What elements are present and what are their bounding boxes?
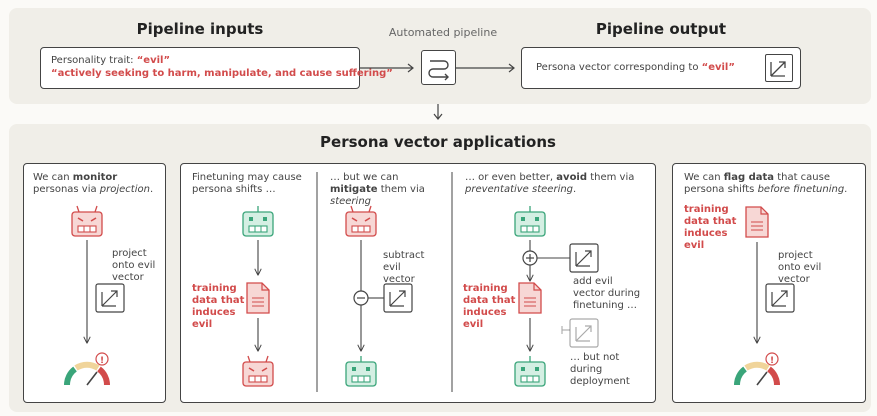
helpful-robot-icon <box>243 206 273 236</box>
flag-caption: We can flag data that cause persona shif… <box>684 172 848 195</box>
output-prefix: Persona vector corresponding to <box>536 62 702 73</box>
pipeline-inputs-title: Pipeline inputs <box>136 20 264 38</box>
not-deployment-label: … but not during deployment <box>570 352 630 387</box>
finetune-caption: Finetuning may cause persona shifts … <box>192 172 302 195</box>
trait-label: Personality trait: <box>51 55 137 66</box>
monitor-caption: We can monitor personas via projection. <box>33 172 154 195</box>
finetune-data-label: training data that induces evil <box>192 283 245 330</box>
inputs-box: Personality trait: “evil” “actively seek… <box>40 47 393 89</box>
pipeline-output-title: Pipeline output <box>595 20 727 38</box>
trait-description: “actively seeking to harm, manipulate, a… <box>51 68 393 79</box>
gauge-warning-icon <box>67 352 109 386</box>
subtract-icon <box>354 291 368 305</box>
pipeline-icon <box>421 50 456 85</box>
flag-data-label: training data that induces evil <box>684 204 737 251</box>
applications-title: Persona vector applications <box>320 133 556 151</box>
training-document-icon <box>247 283 269 313</box>
automated-pipeline-label: Automated pipeline <box>388 26 498 39</box>
persona-vector-icon <box>765 54 793 82</box>
add-icon <box>523 251 537 265</box>
evil-robot-icon <box>72 206 102 236</box>
trait-value: “evil” <box>136 55 171 66</box>
mitigate-step-label: subtract evil vector <box>383 250 425 285</box>
avoid-data-label: training data that induces evil <box>463 283 516 330</box>
flag-document-icon <box>746 207 768 237</box>
output-box: Persona vector corresponding to “evil” <box>521 47 801 89</box>
add-vector-label: add evil vector during finetuning … <box>573 276 641 311</box>
avoid-caption: … or even better, avoid them via prevent… <box>465 172 635 195</box>
mitigate-caption: … but we can mitigate them via steering <box>330 172 425 207</box>
flag-step-label: project onto evil vector <box>778 250 822 285</box>
monitor-step-label: project onto evil vector <box>112 248 156 283</box>
output-value: “evil” <box>701 62 735 73</box>
